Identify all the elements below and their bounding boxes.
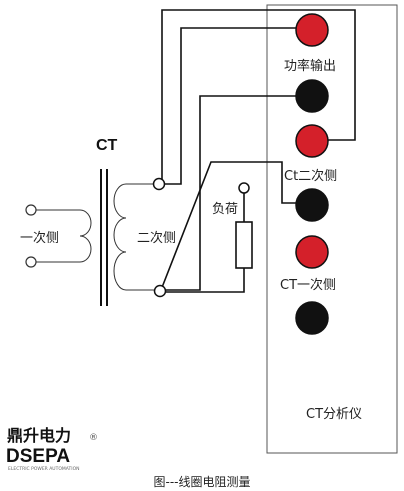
- secondary-terminal-bottom: [153, 284, 167, 298]
- primary-terminal-top: [25, 204, 37, 216]
- label-ct-primary: CT一次侧: [280, 277, 336, 293]
- secondary-terminal-top: [152, 177, 166, 191]
- logo-mark: ®: [89, 433, 98, 443]
- load-resistor: [235, 221, 253, 269]
- label-power-output: 功率输出: [284, 58, 336, 74]
- terminal-ct-primary-red: [295, 235, 329, 269]
- terminal-power-out-red: [295, 13, 329, 47]
- primary-terminal-bottom: [25, 256, 37, 268]
- label-secondary-side: 二次侧: [137, 230, 176, 246]
- load-terminal: [238, 182, 250, 194]
- label-ct: CT: [96, 137, 118, 154]
- wire-power-out-2: [159, 27, 312, 185]
- wire-ct-secondary-2: [160, 161, 312, 291]
- terminal-ct-secondary-red: [295, 124, 329, 158]
- secondary-coil: [113, 183, 127, 291]
- wire-load-bottom: [161, 268, 245, 293]
- logo-name-en: DSEPA: [6, 446, 70, 467]
- logo-tagline: ELECTRIC POWER AUTOMATION: [8, 466, 79, 472]
- terminal-ct-secondary-black: [295, 188, 329, 222]
- terminal-power-out-black: [295, 79, 329, 113]
- label-load: 负荷: [212, 202, 238, 217]
- label-ct-secondary: Ct二次侧: [284, 168, 337, 184]
- primary-coil: [79, 209, 92, 263]
- logo-name-cn: 鼎升电力: [7, 426, 71, 445]
- wire-ct-secondary-1: [161, 95, 312, 291]
- label-analyzer: CT分析仪: [306, 407, 362, 422]
- label-primary-side: 一次侧: [20, 230, 59, 246]
- terminal-ct-primary-black: [295, 301, 329, 335]
- figure-caption: 图---线圈电阻测量: [154, 475, 251, 489]
- analyzer-box: [266, 4, 398, 454]
- dsepa-logo: 鼎升电力 ® DSEPA ELECTRIC POWER AUTOMATION: [6, 426, 98, 472]
- terminal-group: [295, 13, 329, 335]
